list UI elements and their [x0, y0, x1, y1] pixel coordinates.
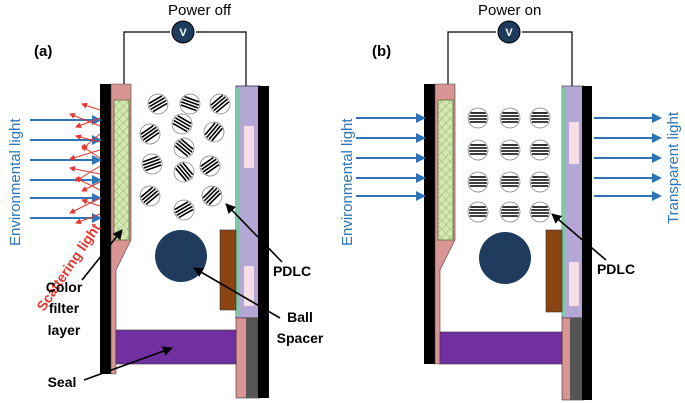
lc-droplet: [173, 137, 195, 159]
lc-droplet: [499, 201, 521, 223]
ito-layer: [236, 88, 240, 316]
lc-droplet: [529, 107, 551, 129]
left-frame-b: [424, 84, 435, 364]
scatter-arrow: [81, 181, 101, 192]
lc-droplet: [171, 113, 193, 135]
wire-right: [196, 31, 247, 86]
voltmeter-label-b: V: [505, 27, 513, 39]
voltmeter-label: V: [179, 27, 187, 39]
lc-droplet: [199, 155, 221, 177]
incoming-light-arrows-b: [356, 113, 426, 201]
lc-droplet: [173, 199, 195, 221]
color-filter-label-3: layer: [48, 322, 81, 338]
pdlc-pointer-b: [551, 213, 607, 261]
color-filter-hatch: [114, 100, 129, 240]
color-filter-pointer: [81, 229, 123, 281]
scatter-arrow: [75, 117, 101, 129]
transparent-light-arrows: [594, 113, 662, 201]
lc-droplets-aligned: [467, 107, 551, 223]
ball-spacer-label-2: Spacer: [277, 330, 324, 346]
lc-droplet: [499, 171, 521, 193]
left-frame: [100, 84, 111, 374]
column-spacer-b: [545, 229, 563, 313]
environmental-light-label-a: Environmental light: [7, 118, 24, 246]
ball-spacer-b: [479, 232, 531, 284]
panel-b: (b) V Power on: [339, 2, 682, 401]
panel-b-letter: (b): [372, 43, 391, 60]
ball-spacer-label-1: Ball: [287, 309, 313, 325]
scatter-arrow: [69, 166, 101, 175]
wire-right-b: [522, 31, 573, 86]
scatter-arrow: [81, 145, 101, 159]
pixel-window-b1: [569, 122, 579, 164]
lc-droplet: [141, 153, 163, 175]
scattering-light-arrows: [69, 102, 101, 225]
lc-droplets-scattered: [139, 93, 231, 221]
environmental-light-label-b: Environmental light: [339, 118, 356, 246]
wire-left: [123, 31, 170, 84]
ball-spacer-pointer: [193, 267, 281, 319]
lc-droplet: [147, 93, 169, 115]
lc-droplet: [499, 107, 521, 129]
scatter-arrow: [75, 134, 101, 143]
lc-droplet: [467, 139, 489, 161]
lc-droplet: [201, 185, 223, 207]
incoming-light-arrows: [30, 115, 102, 223]
lc-droplet: [467, 107, 489, 129]
scatter-arrow: [75, 177, 101, 191]
lc-droplet: [529, 139, 551, 161]
voltmeter-icon-b: [497, 20, 521, 44]
scatter-arrow: [81, 198, 101, 207]
pixel-window-1: [244, 126, 254, 168]
transparent-light-label: Transparent light: [665, 111, 682, 224]
ito-layer-b: [562, 88, 566, 316]
lc-droplet: [209, 93, 231, 115]
panel-a: (a) V Power off: [7, 2, 324, 399]
seal-b: [439, 331, 563, 365]
scatter-arrow: [69, 113, 101, 127]
lc-droplet: [529, 171, 551, 193]
color-filter-hatch-b: [438, 100, 453, 240]
lc-droplet: [173, 161, 195, 183]
seal: [115, 329, 237, 365]
color-filter-label-2: filter: [49, 300, 80, 316]
wire-left-b: [447, 31, 496, 84]
scatter-arrow: [69, 197, 101, 214]
scatter-arrow: [75, 213, 101, 225]
lc-droplet: [499, 139, 521, 161]
lc-droplet: [179, 93, 201, 115]
power-off-label: Power off: [168, 2, 232, 19]
seal-label: Seal: [48, 374, 77, 390]
lc-droplet: [139, 185, 161, 207]
lc-droplet: [467, 201, 489, 223]
scatter-arrow: [69, 149, 101, 161]
panel-a-letter: (a): [34, 43, 52, 60]
scatter-arrow: [81, 102, 101, 111]
seal-pointer: [83, 346, 173, 381]
pixel-window-2: [244, 266, 254, 306]
lc-droplet: [529, 201, 551, 223]
pixel-window-b2: [569, 262, 579, 306]
right-substrate-gray: [246, 318, 260, 398]
power-on-label: Power on: [478, 2, 541, 19]
lc-droplet: [203, 121, 225, 143]
voltmeter-icon: [171, 20, 195, 44]
right-substrate-gray-b: [570, 318, 584, 400]
pdlc-pointer-a: [225, 203, 283, 263]
column-spacer: [219, 229, 237, 311]
ball-spacer: [155, 230, 207, 282]
pdlc-label-a: PDLC: [273, 263, 311, 279]
color-filter-label-1: Color: [46, 279, 83, 295]
lc-droplet: [467, 171, 489, 193]
pdlc-label-b: PDLC: [597, 261, 635, 277]
lc-droplet: [139, 123, 161, 145]
